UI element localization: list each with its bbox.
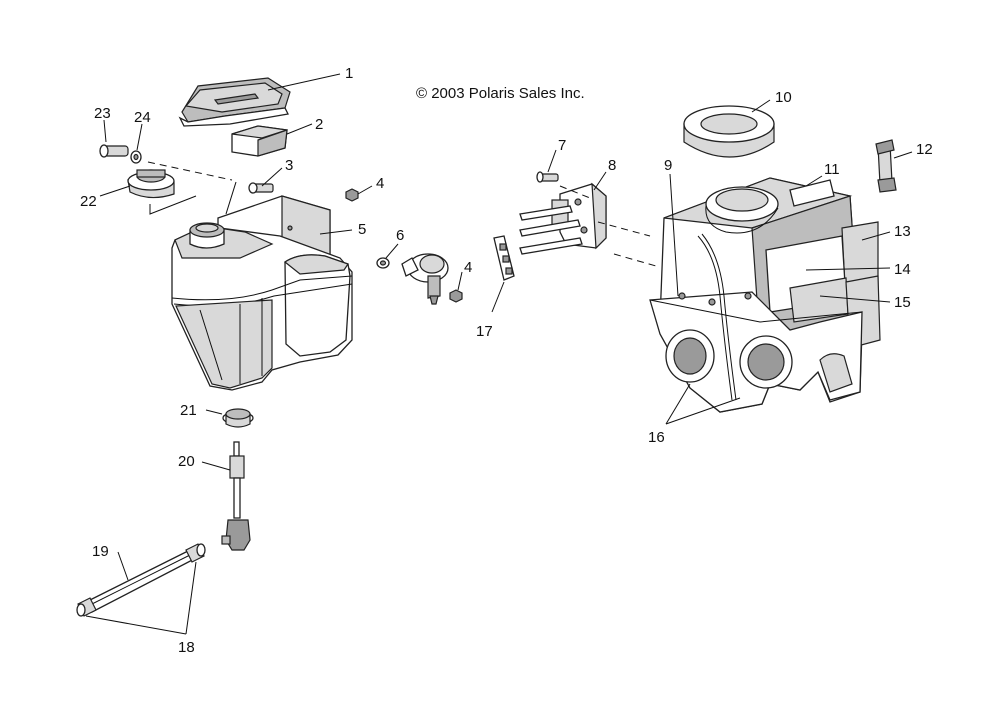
callout-4b: 4 xyxy=(464,259,472,276)
callout-2: 2 xyxy=(315,116,323,133)
foam-block xyxy=(231,125,288,157)
callout-17: 17 xyxy=(476,323,493,340)
screw-7 xyxy=(536,171,559,183)
clip-12 xyxy=(875,139,897,193)
level-sensor xyxy=(221,441,251,551)
callout-16: 16 xyxy=(648,429,665,446)
screw-and-washer xyxy=(99,144,142,164)
callout-3: 3 xyxy=(285,157,293,174)
callout-1: 1 xyxy=(345,65,353,82)
callout-9: 9 xyxy=(664,157,672,174)
callout-11: 11 xyxy=(824,161,840,178)
callout-8: 8 xyxy=(608,157,616,174)
callout-24: 24 xyxy=(134,109,151,126)
callout-12: 12 xyxy=(916,141,933,158)
callout-15: 15 xyxy=(894,294,911,311)
manifold-8 xyxy=(519,182,607,255)
connector-block-17 xyxy=(493,235,515,281)
tank-cover xyxy=(178,77,291,127)
air-box xyxy=(649,177,881,413)
filler-cap xyxy=(127,169,175,199)
callout-6: 6 xyxy=(396,227,404,244)
callout-14: 14 xyxy=(894,261,911,278)
callout-labels: 1 2 3 4 5 6 4 7 8 9 10 11 12 13 14 15 16… xyxy=(80,65,933,656)
grommet-21 xyxy=(222,408,254,428)
callout-22: 22 xyxy=(80,193,97,210)
oil-tank xyxy=(171,195,353,391)
callout-10: 10 xyxy=(775,89,792,106)
washer-6 xyxy=(376,257,390,269)
callout-21: 21 xyxy=(180,402,197,419)
callout-19: 19 xyxy=(92,543,109,560)
copyright-notice: © 2003 Polaris Sales Inc. xyxy=(416,85,585,102)
callout-20: 20 xyxy=(178,453,195,470)
callout-13: 13 xyxy=(894,223,911,240)
callout-23: 23 xyxy=(94,105,111,122)
hose-clamps-18 xyxy=(76,543,206,617)
nut-4a xyxy=(345,188,359,202)
bolt-3 xyxy=(248,182,274,194)
oil-pump xyxy=(401,253,449,305)
callout-5: 5 xyxy=(358,221,366,238)
callout-18: 18 xyxy=(178,639,195,656)
nut-4b xyxy=(449,289,463,303)
callout-4a: 4 xyxy=(376,175,384,192)
foam-ring-10 xyxy=(683,105,775,158)
leader-lines xyxy=(85,73,913,635)
callout-7: 7 xyxy=(558,137,566,154)
